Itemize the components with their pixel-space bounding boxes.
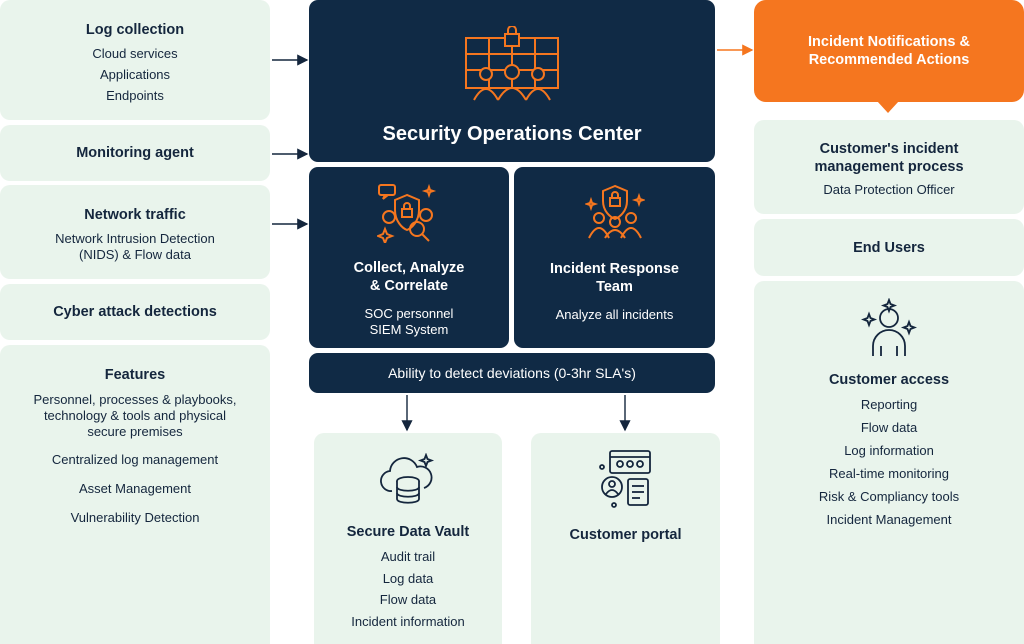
incident-team-title-line: Incident Response	[550, 261, 679, 277]
network-traffic-title: Network traffic	[84, 207, 186, 223]
features-title: Features	[104, 367, 166, 383]
customer-portal-box: Customer portal	[531, 433, 720, 644]
features-box: Features Personnel, processes & playbook…	[0, 345, 270, 644]
list-item: Log data	[382, 570, 434, 586]
incident-response-box: Incident Response Team Analyze all incid…	[514, 167, 715, 348]
list-item: Endpoints	[106, 88, 164, 103]
customer-user-icon	[861, 298, 917, 356]
feature-line: Asset Management	[78, 481, 191, 496]
list-item: Flow data	[379, 592, 437, 607]
collect-title-line: & Correlate	[369, 278, 449, 294]
soc-team-icon	[465, 26, 559, 101]
feature-line: Vulnerability Detection	[70, 510, 200, 525]
incident-process-title-line: Customer's incident	[819, 141, 959, 157]
incident-team-title-line: Team	[596, 279, 633, 295]
secure-data-vault-box: Secure Data Vault Audit trail Log data F…	[314, 433, 502, 644]
incident-process-title-line: management process	[814, 159, 964, 175]
feature-line: secure premises	[87, 424, 183, 439]
list-item: Flow data	[860, 420, 918, 435]
cloud-database-icon	[380, 453, 435, 504]
vault-title: Secure Data Vault	[346, 524, 470, 540]
end-users-title: End Users	[853, 239, 925, 256]
collect-title-line: Collect, Analyze	[353, 260, 465, 276]
list-item: SOC personnel	[364, 306, 454, 321]
soc-box: Security Operations Center	[309, 0, 715, 162]
response-team-icon	[584, 184, 645, 239]
customer-access-box: Customer access Reporting Flow data Log …	[754, 281, 1024, 644]
list-item: Applications	[99, 67, 171, 82]
notification-pointer	[877, 101, 899, 113]
analyze-shield-icon	[377, 183, 437, 243]
network-traffic-box: Network traffic Network Intrusion Detect…	[0, 185, 270, 279]
feature-line: technology & tools and physical	[43, 408, 227, 423]
feature-line: Centralized log management	[51, 452, 219, 467]
list-item: Audit trail	[380, 549, 436, 564]
cyber-attack-box: Cyber attack detections	[0, 284, 270, 340]
list-item: SIEM System	[369, 322, 449, 337]
notifications-title-line: Recommended Actions	[808, 52, 970, 68]
soc-title: Security Operations Center	[382, 123, 642, 145]
list-item: Log information	[844, 443, 934, 458]
list-item: Incident Management	[826, 512, 952, 527]
incident-process-box: Customer's incident management process D…	[754, 120, 1024, 214]
monitoring-agent-box: Monitoring agent	[0, 125, 270, 181]
log-collection-box: Log collection Cloud services Applicatio…	[0, 0, 270, 120]
list-item: Risk & Compliancy tools	[818, 489, 960, 504]
list-item: Incident information	[351, 613, 465, 629]
list-item: Reporting	[860, 397, 918, 412]
feature-line: Personnel, processes & playbooks,	[33, 392, 237, 407]
collect-analyze-box: Collect, Analyze & Correlate SOC personn…	[309, 167, 509, 348]
end-users-box: End Users	[754, 219, 1024, 276]
incident-notifications-box: Incident Notifications & Recommended Act…	[754, 0, 1024, 102]
list-item: Analyze all incidents	[555, 307, 674, 322]
cyber-attack-title: Cyber attack detections	[53, 304, 217, 320]
list-item: Real-time monitoring	[829, 466, 949, 481]
sla-text: Ability to detect deviations (0-3hr SLA'…	[388, 365, 636, 381]
log-collection-title: Log collection	[85, 22, 185, 38]
customer-access-title: Customer access	[828, 372, 950, 388]
customer-portal-icon	[598, 450, 651, 508]
list-item: Data Protection Officer	[823, 182, 955, 197]
portal-title: Customer portal	[569, 527, 682, 543]
list-item: Cloud services	[92, 46, 178, 61]
network-traffic-line: Network Intrusion Detection	[55, 231, 215, 246]
network-traffic-line: (NIDS) & Flow data	[79, 247, 191, 262]
monitoring-agent-title: Monitoring agent	[76, 145, 194, 161]
notifications-title-line: Incident Notifications &	[808, 34, 970, 50]
sla-bar: Ability to detect deviations (0-3hr SLA'…	[309, 353, 715, 393]
